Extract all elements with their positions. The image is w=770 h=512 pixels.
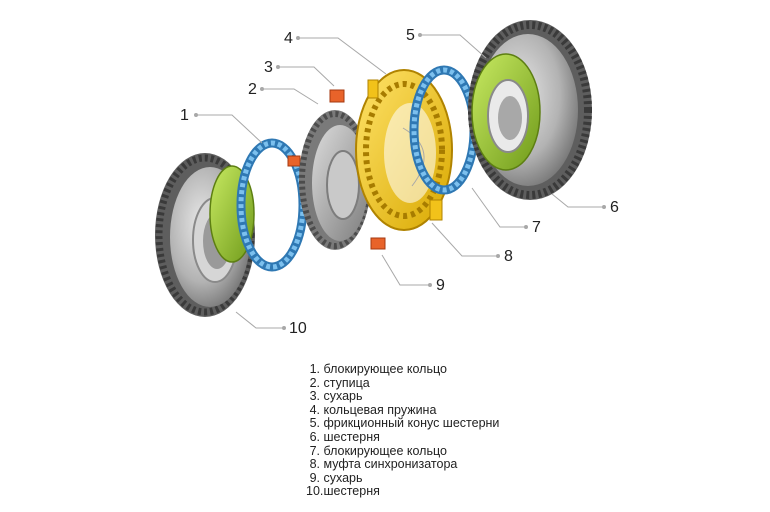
legend-item: 10. шестерня bbox=[306, 484, 380, 499]
slider-part-9 bbox=[370, 237, 386, 250]
ring-spring-part-4 bbox=[402, 127, 425, 187]
callout-4: 4 bbox=[284, 30, 293, 47]
legend-item: 8. муфта синхронизатора bbox=[309, 457, 458, 472]
callout-5: 5 bbox=[406, 27, 415, 44]
callout-2: 2 bbox=[248, 81, 257, 98]
legend-item: 1. блокирующее кольцо bbox=[309, 362, 447, 376]
callout-1: 1 bbox=[180, 107, 189, 124]
legend-item: 6. шестерня bbox=[309, 429, 380, 444]
slider-left bbox=[287, 155, 301, 167]
legend-item: 4. кольцевая пружина bbox=[309, 402, 437, 417]
legend-item: 3. сухарь bbox=[309, 389, 363, 404]
callout-3: 3 bbox=[264, 59, 273, 76]
callout-10: 10 bbox=[289, 320, 307, 337]
legend-item: 9. сухарь bbox=[309, 470, 363, 485]
legend-item: 7. блокирующее кольцо bbox=[309, 443, 447, 458]
friction-cone-part-5 bbox=[471, 53, 541, 171]
legend-item: 5. фрикционный конус шестерни bbox=[309, 416, 500, 431]
leader-lines bbox=[194, 33, 606, 330]
parts-legend: 1. блокирующее кольцо 2. ступица 3. суха… bbox=[306, 362, 500, 499]
callout-9: 9 bbox=[436, 277, 445, 294]
legend-item: 2. ступица bbox=[309, 375, 370, 390]
callout-6: 6 bbox=[610, 199, 619, 216]
callout-7: 7 bbox=[532, 219, 541, 236]
slider-part-3 bbox=[329, 89, 345, 103]
sleeve-part-8 bbox=[355, 69, 453, 231]
callout-8: 8 bbox=[504, 248, 513, 265]
